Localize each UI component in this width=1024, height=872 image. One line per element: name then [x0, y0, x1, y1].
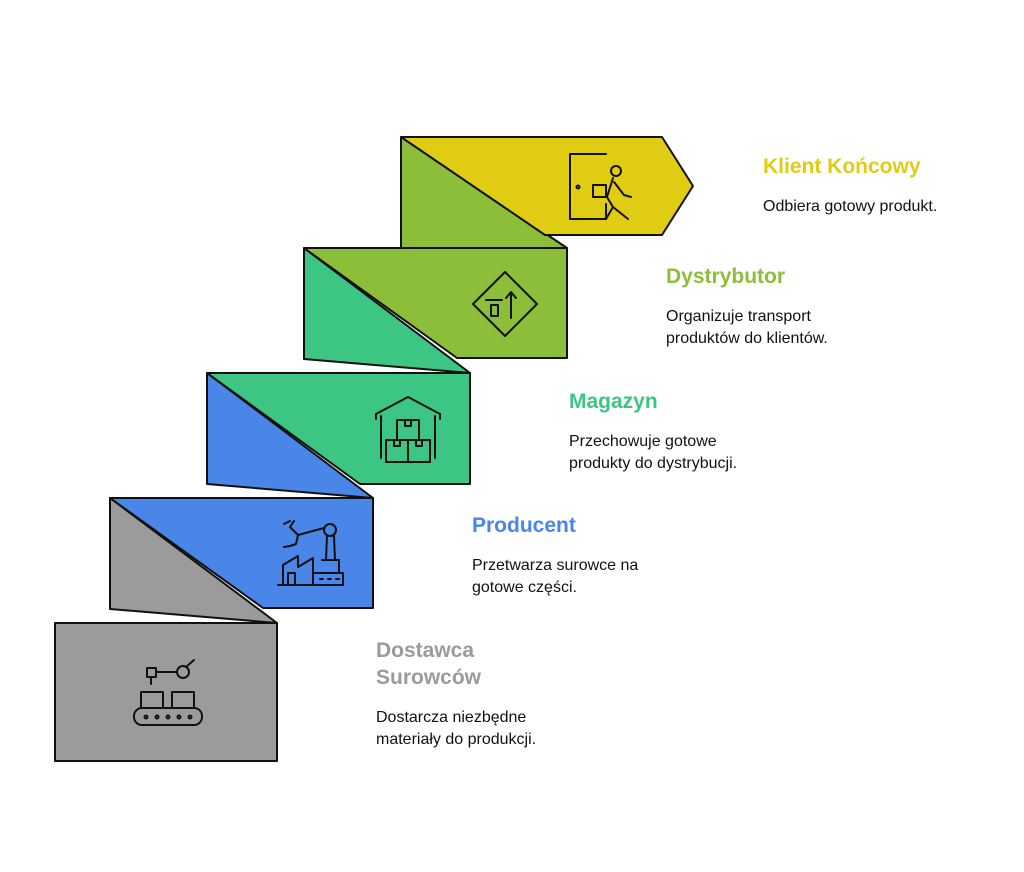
step-producer-front — [109, 497, 374, 609]
step-description: Dostarcza niezbędne materiały do produkc… — [376, 709, 537, 748]
factory-robot-arm-icon — [277, 520, 344, 586]
warehouse-boxes-icon — [375, 396, 441, 463]
step-warehouse-text: Magazyn Przechowuje gotowe produkty do d… — [569, 388, 889, 475]
step-distributor-text: Dystrybutor Organizuje transport produkt… — [666, 263, 986, 350]
door-delivery-person-icon — [569, 153, 632, 220]
step-client-text: Klient Końcowy Odbiera gotowy produkt. — [763, 153, 1024, 218]
step-warehouse-side — [303, 247, 471, 374]
step-description: Przetwarza surowce na gotowe części. — [472, 557, 639, 596]
step-title: Producent — [472, 514, 576, 537]
step-description: Organizuje transport produktów do klient… — [666, 308, 828, 347]
step-supplier-side — [109, 497, 278, 624]
step-title: Dostawca Surowców — [376, 639, 482, 689]
step-supplier-front — [54, 622, 278, 762]
road-sign-arrows-icon — [472, 271, 538, 337]
step-warehouse-front — [206, 372, 471, 485]
step-description: Odbiera gotowy produkt. — [763, 198, 938, 215]
step-title: Magazyn — [569, 390, 658, 413]
step-producer-text: Producent Przetwarza surowce na gotowe c… — [472, 512, 792, 599]
step-description: Przechowuje gotowe produkty do dystrybuc… — [569, 433, 738, 472]
step-title: Klient Końcowy — [763, 155, 921, 178]
conveyor-robot-icon — [133, 659, 203, 726]
step-title: Dystrybutor — [666, 265, 786, 288]
step-client-front — [400, 136, 694, 236]
step-supplier-text: Dostawca Surowców Dostarcza niezbędne ma… — [376, 637, 696, 751]
